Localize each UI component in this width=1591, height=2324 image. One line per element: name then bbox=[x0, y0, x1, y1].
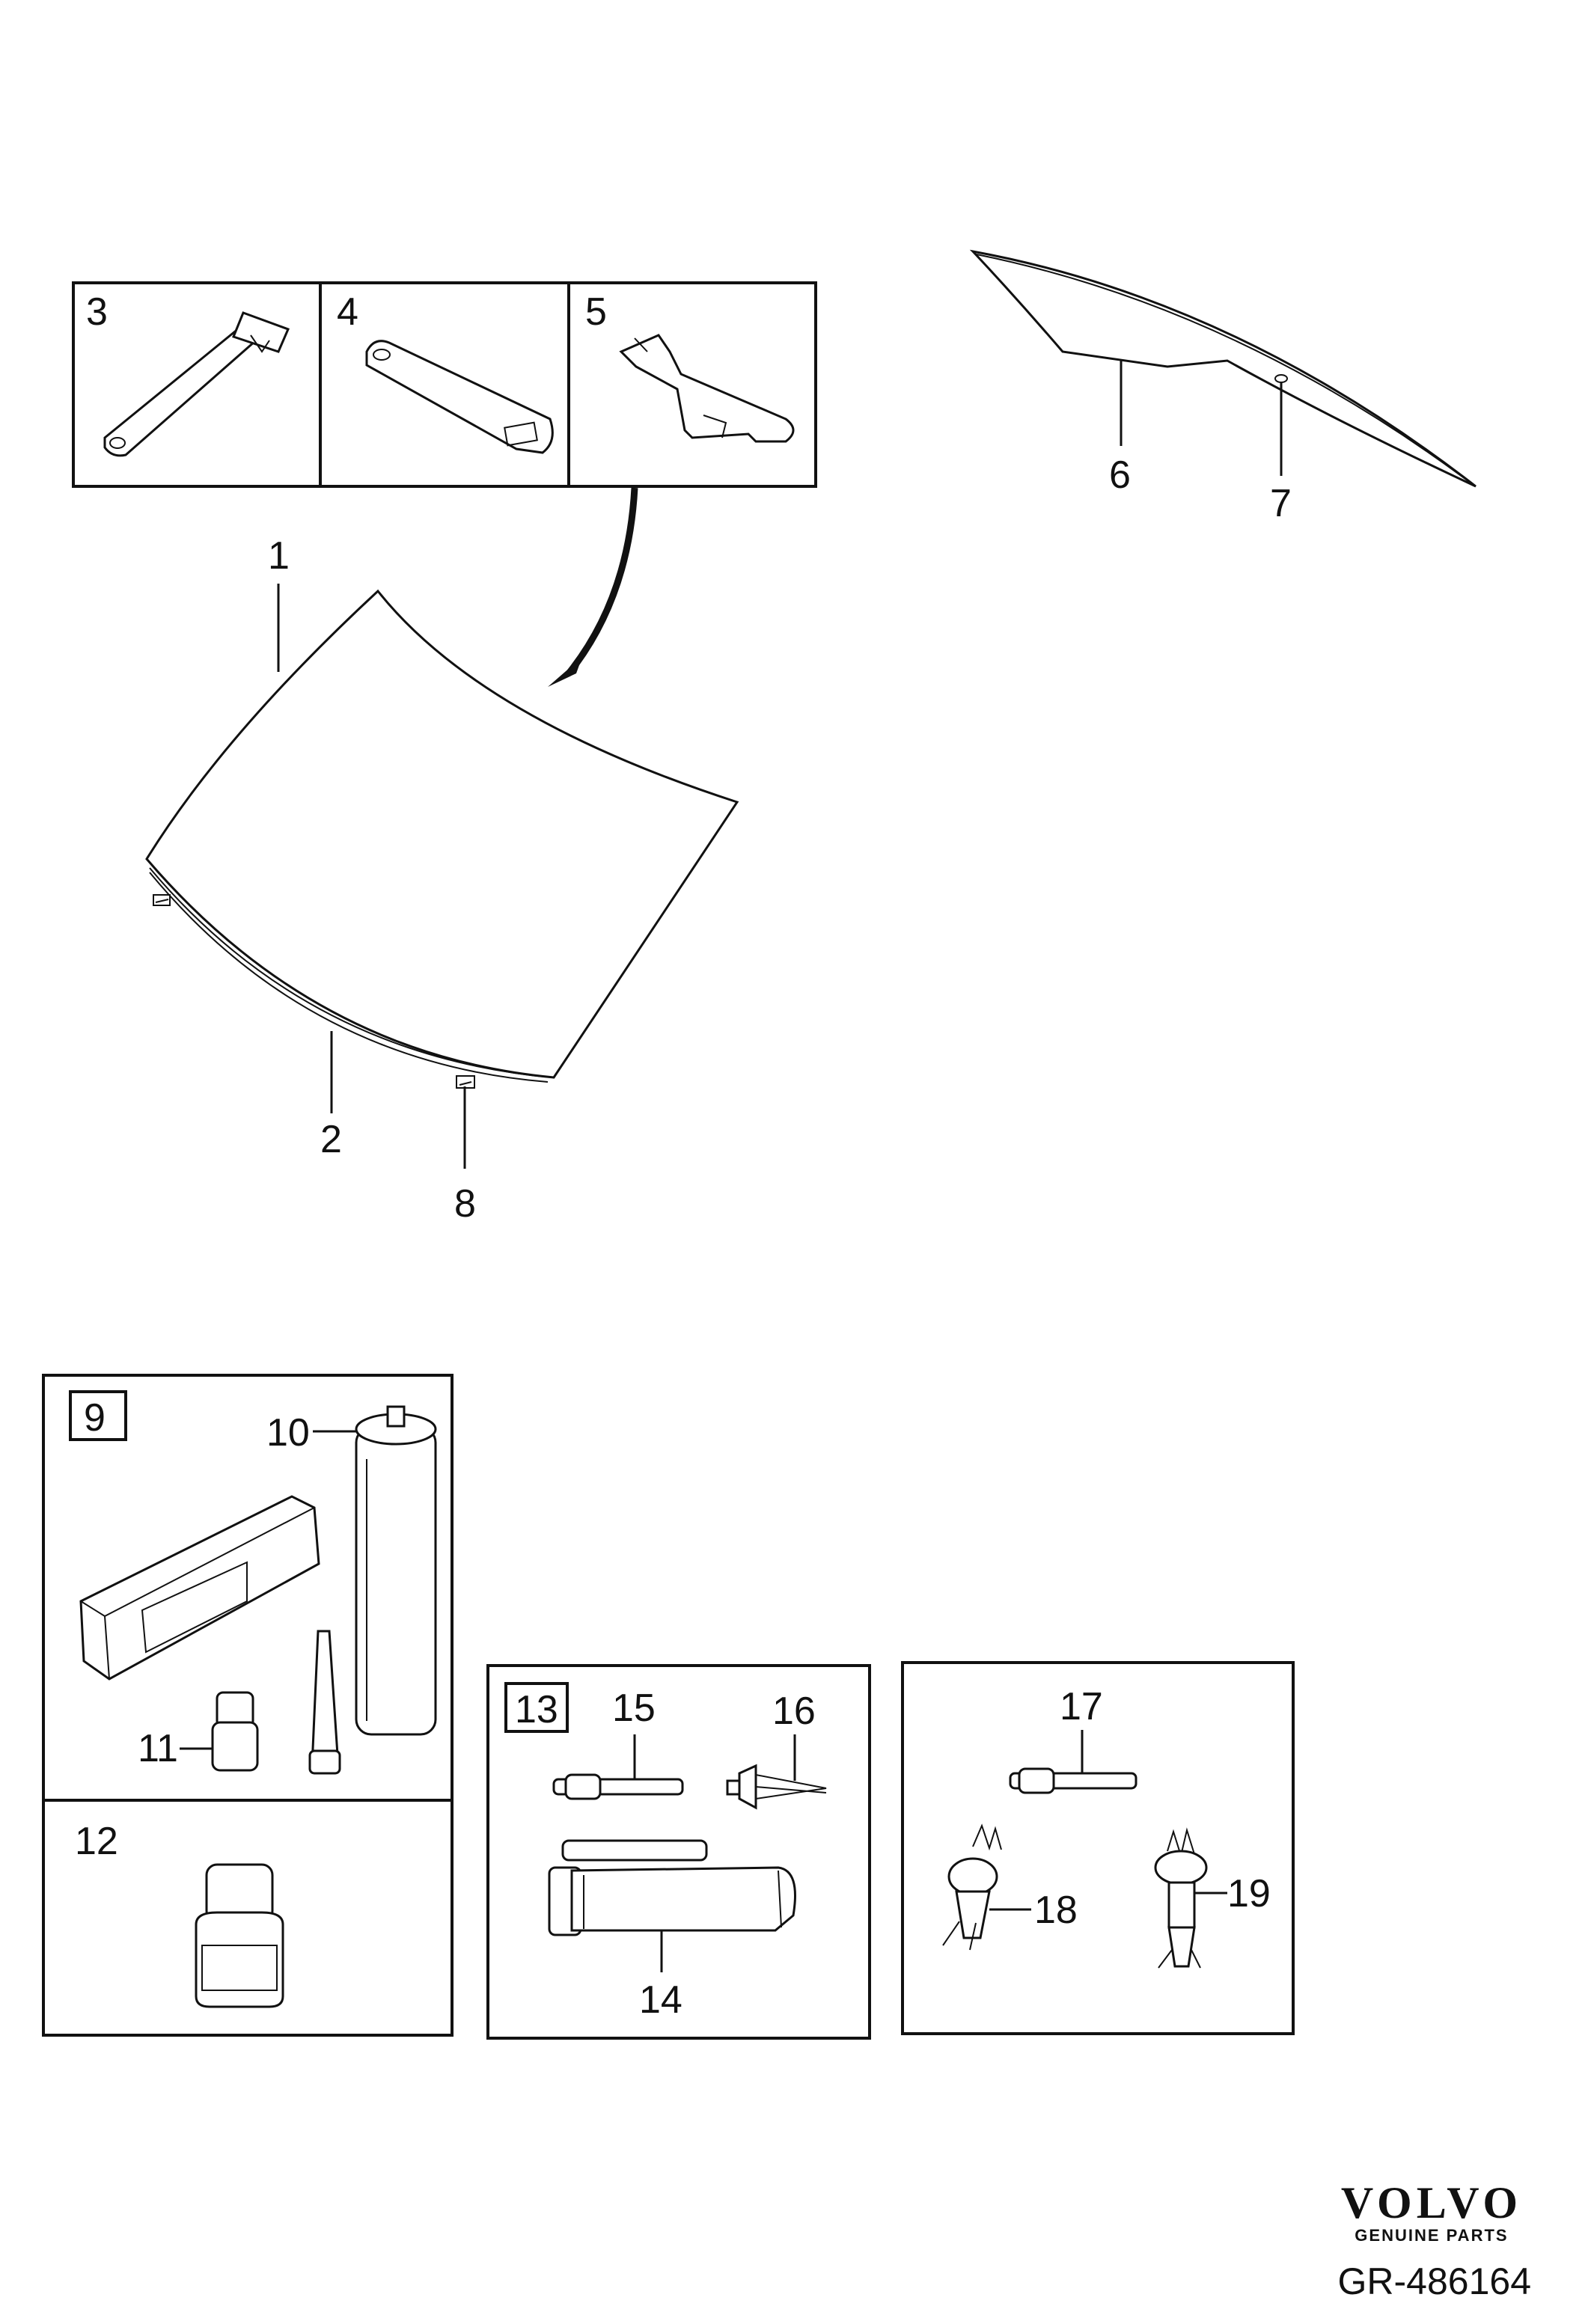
brand-name: VOLVO bbox=[1340, 2178, 1522, 2227]
nozzle bbox=[308, 1630, 341, 1775]
nozzle-parts: 17 18 19 bbox=[901, 1661, 1295, 2035]
adhesive-cartridge bbox=[355, 1405, 437, 1736]
callout-box-9 bbox=[69, 1390, 127, 1441]
callout-18: 18 bbox=[1034, 1889, 1078, 1932]
gun-kit: 13 15 16 14 bbox=[486, 1664, 871, 2040]
rod-17 bbox=[1009, 1767, 1137, 1794]
callout-5: 5 bbox=[585, 290, 607, 334]
valve-16 bbox=[726, 1764, 827, 1810]
callout-13: 13 bbox=[515, 1688, 558, 1731]
brand-tagline: GENUINE PARTS bbox=[1355, 2226, 1509, 2245]
callout-15: 15 bbox=[612, 1687, 656, 1730]
callout-4: 4 bbox=[337, 290, 358, 334]
nozzle-box bbox=[901, 1661, 1295, 2035]
adhesive-kit: 9 10 11 bbox=[42, 1374, 454, 1802]
windscreen-moulding bbox=[149, 872, 549, 1083]
tool-panel: 3 4 5 bbox=[72, 281, 817, 488]
callout-12: 12 bbox=[75, 1820, 118, 1863]
caulking-gun-14 bbox=[548, 1839, 796, 1936]
callout-7: 7 bbox=[1270, 482, 1292, 525]
brand-logo: VOLVO GENUINE PARTS bbox=[1341, 2177, 1522, 2245]
tool-4-bar bbox=[365, 340, 554, 454]
callout-2: 2 bbox=[320, 1118, 342, 1161]
windscreen: 1 2 8 bbox=[145, 534, 739, 1226]
reference-arrow bbox=[548, 487, 638, 687]
gun-box-13 bbox=[486, 1664, 871, 2040]
callout-17: 17 bbox=[1060, 1685, 1103, 1728]
callout-16: 16 bbox=[772, 1690, 816, 1733]
callout-8: 8 bbox=[454, 1182, 476, 1226]
windscreen-profile: 6 7 bbox=[969, 249, 1477, 525]
callout-11: 11 bbox=[138, 1727, 178, 1770]
windscreen-glass bbox=[145, 589, 739, 1079]
callout-box-13 bbox=[504, 1682, 569, 1733]
nozzle-19 bbox=[1154, 1827, 1208, 1969]
callout-14: 14 bbox=[639, 1978, 682, 2022]
callout-9: 9 bbox=[84, 1396, 106, 1440]
tool-box-5 bbox=[567, 281, 817, 488]
activator-bottle bbox=[211, 1691, 259, 1772]
callout-10: 10 bbox=[266, 1411, 310, 1455]
primer-bottle bbox=[195, 1863, 284, 2008]
callout-19: 19 bbox=[1227, 1872, 1271, 1915]
primer-box: 12 bbox=[42, 1799, 454, 2037]
callout-1: 1 bbox=[268, 534, 290, 578]
tool-3-wedge bbox=[103, 311, 290, 457]
callout-6: 6 bbox=[1109, 453, 1131, 497]
clip-bottom bbox=[456, 1075, 475, 1089]
diagram-reference: GR-486164 bbox=[1337, 2260, 1532, 2302]
tool-5-bracket bbox=[619, 334, 795, 443]
callout-3: 3 bbox=[86, 290, 108, 334]
primer-carton bbox=[79, 1495, 320, 1681]
primer-box-12 bbox=[42, 1799, 454, 2037]
clip-left bbox=[153, 894, 171, 906]
piston-rod-15 bbox=[552, 1773, 684, 1800]
nozzle-18 bbox=[942, 1823, 1002, 1951]
